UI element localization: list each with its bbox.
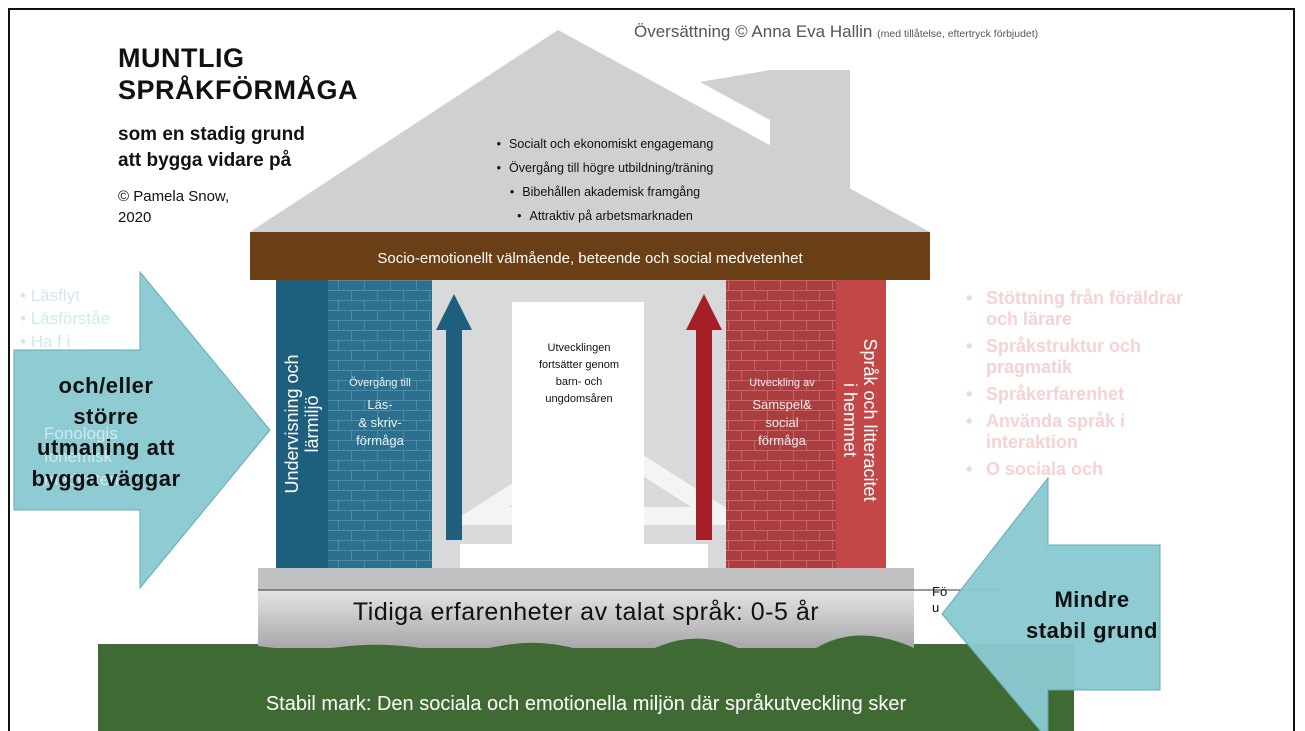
translation-main: Översättning © Anna Eva Hallin — [634, 22, 873, 41]
left-callout-line: utmaning att — [37, 435, 175, 460]
left-faded-item: Ha f i — [20, 332, 119, 352]
center-line: Utvecklingen — [547, 342, 611, 354]
right-inner-line: Samspel& — [752, 397, 812, 412]
roof-item: Övergång till högre utbildning/träning — [440, 156, 770, 180]
foundation-rough-edge — [258, 635, 914, 658]
right-inner-intro: Utveckling av — [749, 377, 815, 389]
left-inner-intro: Övergång till — [349, 377, 411, 389]
right-faded-item: Språkstruktur och pragmatik — [964, 336, 1184, 378]
roof-item: Attraktiv på arbetsmarknaden — [440, 204, 770, 228]
right-outer-pillar-label: Språk och litteracitet i hemmet — [840, 300, 880, 540]
beam — [250, 232, 930, 280]
left-callout-line: större — [73, 404, 139, 429]
center-panel — [512, 302, 644, 546]
partial-line: u — [932, 600, 940, 615]
partial-text: Fö u — [932, 584, 947, 616]
right-inner-pillar — [726, 280, 836, 570]
red-up-arrow — [686, 294, 722, 540]
subtitle-line: att bygga vidare på — [118, 149, 292, 171]
left-callout-line: och/eller — [58, 373, 154, 398]
right-outer-pillar — [836, 280, 886, 570]
right-inner-line: social — [765, 415, 799, 430]
left-inner-line: Läs- — [367, 397, 393, 412]
left-outer-line: Undervisning och — [282, 354, 302, 494]
left-faded-item: fonemisk — [44, 447, 113, 466]
center-text: Utvecklingen fortsätter genom barn- och … — [514, 340, 644, 408]
credit: © Pamela Snow, 2020 — [118, 188, 230, 226]
left-faded-item: Läsflyt — [20, 286, 119, 306]
left-inner-pillar — [328, 280, 432, 570]
right-faded-item: O sociala och — [964, 459, 1184, 480]
left-inner-line: förmåga — [356, 433, 404, 448]
title: MUNTLIG SPRÅKFÖRMÅGA — [118, 42, 358, 107]
subtitle: som en stadig grund att bygga vidare på — [118, 122, 305, 173]
left-outer-line: lärmiljö — [302, 395, 322, 453]
center-line: barn- och — [555, 376, 603, 388]
ground-label: Stabil mark: Den sociala och emotionella… — [265, 693, 907, 715]
title-line: SPRÅKFÖRMÅGA — [118, 75, 358, 106]
chimney — [770, 70, 850, 232]
ground — [98, 644, 1074, 731]
left-callout-line: bygga väggar — [31, 466, 181, 491]
left-inner-pillar-label: Övergång till Läs- & skriv- förmåga — [330, 374, 430, 450]
roof-shadow — [700, 70, 770, 120]
partial-line: Fö — [932, 584, 948, 599]
right-outer-line: i hemmet — [840, 382, 860, 458]
right-callout-line: Mindre — [1054, 587, 1130, 612]
foundation-label: Tidiga erfarenheter av talat språk: 0-5 … — [352, 598, 820, 626]
right-faded-item: Använda språk i interaktion — [964, 411, 1184, 453]
title-line: MUNTLIG — [118, 43, 245, 73]
center-line: fortsätter genom — [538, 359, 620, 371]
left-callout-label: och/eller större utmaning att bygga vägg… — [14, 370, 198, 494]
left-faded-list: Läsflyt Läsförståe Ha f i Fonologis fone… — [20, 286, 119, 493]
roof-item: Bibehållen akademisk framgång — [440, 180, 770, 204]
left-faded-item: Läsförståe — [20, 309, 119, 329]
left-faded-item: Fonologis — [44, 424, 118, 443]
right-faded-item: Stöttning från föräldrar och lärare — [964, 288, 1184, 330]
roof-list: Socialt och ekonomiskt engagemang Övergå… — [440, 132, 770, 228]
left-inner-line: & skriv- — [358, 415, 402, 430]
right-outer-line: Språk och litteracitet — [860, 338, 880, 502]
translation-note: (med tillåtelse, eftertryck förbjudet) — [877, 28, 1039, 40]
right-callout-label: Mindre stabil grund — [1010, 584, 1174, 646]
teal-up-arrow — [436, 294, 472, 540]
slide-frame — [8, 8, 1295, 731]
translation-credit: Översättning © Anna Eva Hallin (med till… — [634, 22, 1038, 42]
right-faded-list: Stöttning från föräldrar och lärare Språ… — [964, 288, 1184, 486]
right-callout-line: stabil grund — [1026, 618, 1158, 643]
left-faded-item: medveten — [44, 470, 119, 489]
left-outer-pillar — [276, 280, 328, 570]
center-line: ungdomsåren — [545, 393, 613, 405]
right-inner-pillar-label: Utveckling av Samspel& social förmåga — [730, 374, 834, 450]
foundation-top — [258, 568, 914, 590]
roof-item: Socialt och ekonomiskt engagemang — [440, 132, 770, 156]
interior-floor — [460, 544, 708, 570]
foundation — [258, 590, 914, 648]
beam-label: Socio-emotionellt välmående, beteende oc… — [377, 250, 803, 267]
right-faded-item: Språkerfarenhet — [964, 384, 1184, 405]
subtitle-line: som en stadig grund — [118, 124, 305, 145]
right-inner-line: förmåga — [758, 433, 806, 448]
left-outer-pillar-label: Undervisning och lärmiljö — [282, 324, 322, 524]
right-callout-arrow[interactable] — [941, 476, 1161, 731]
